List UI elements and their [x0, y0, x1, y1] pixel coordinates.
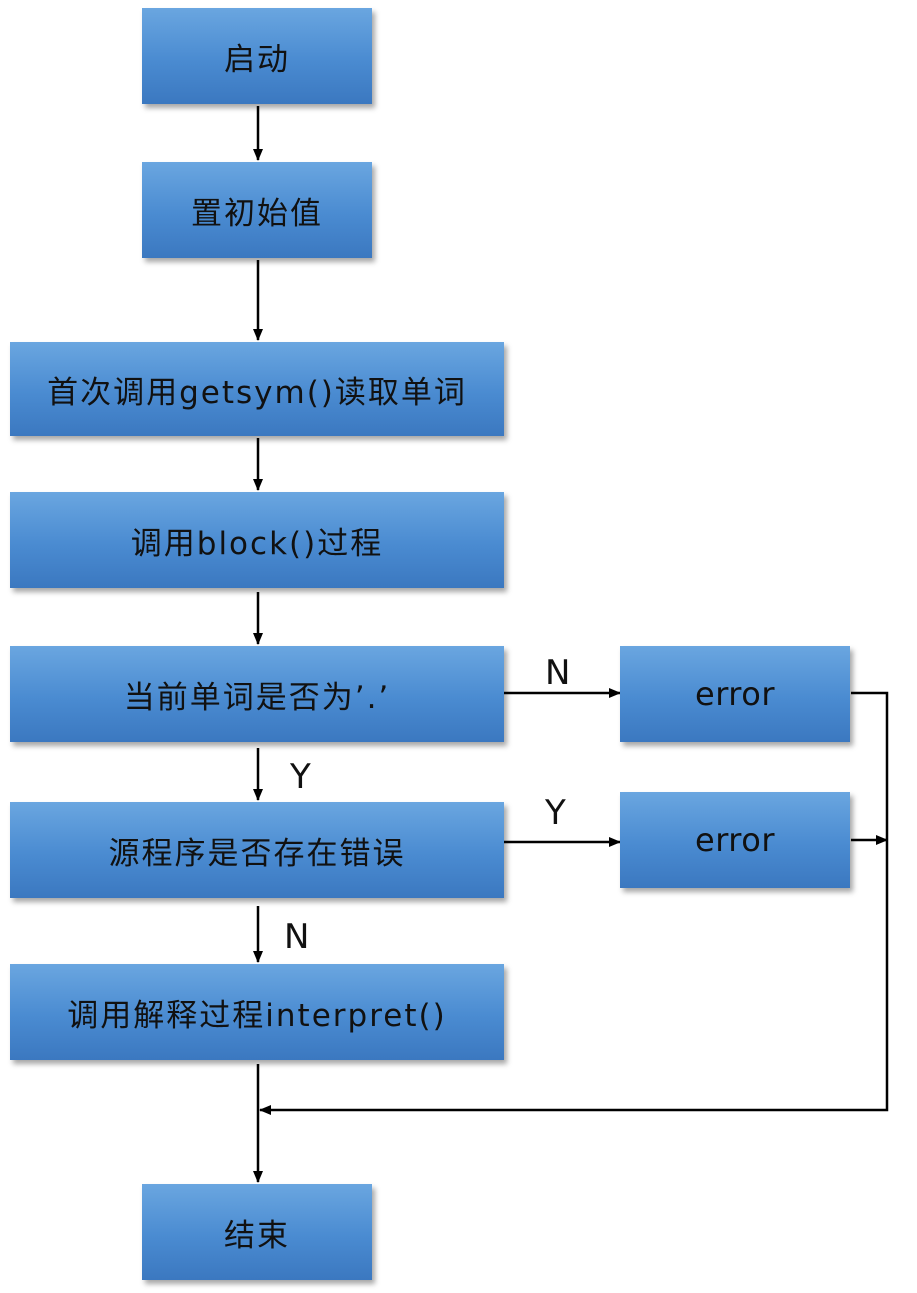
- node-interpret-label: 调用解释过程interpret(): [67, 997, 447, 1034]
- node-interpret: 调用解释过程interpret(): [10, 964, 504, 1060]
- node-end-label: 结束: [224, 1217, 290, 1254]
- node-end: 结束: [142, 1184, 372, 1280]
- node-check-dot: 当前单词是否为’.’: [10, 646, 504, 742]
- node-error-2: error: [620, 792, 850, 888]
- node-check-error-label: 源程序是否存在错误: [108, 835, 406, 872]
- node-getsym-label: 首次调用getsym()读取单词: [47, 374, 467, 411]
- node-block-label: 调用block()过程: [130, 525, 384, 562]
- node-check-error: 源程序是否存在错误: [10, 802, 504, 898]
- edge-label-dot-yes: Y: [290, 757, 311, 797]
- node-start-label: 启动: [224, 41, 290, 78]
- node-init-label: 置初始值: [191, 195, 323, 232]
- edge-label-error-yes: Y: [545, 793, 566, 833]
- edge-label-dot-no: N: [545, 653, 571, 693]
- node-error-1-label: error: [695, 675, 775, 713]
- node-block: 调用block()过程: [10, 492, 504, 588]
- node-getsym: 首次调用getsym()读取单词: [10, 342, 504, 436]
- edge-label-error-no: N: [284, 917, 310, 957]
- node-start: 启动: [142, 8, 372, 104]
- node-error-1: error: [620, 646, 850, 742]
- node-init: 置初始值: [142, 162, 372, 258]
- node-check-dot-label: 当前单词是否为’.’: [123, 679, 391, 716]
- edge-error1-return: [259, 691, 889, 1115]
- node-error-2-label: error: [695, 821, 775, 859]
